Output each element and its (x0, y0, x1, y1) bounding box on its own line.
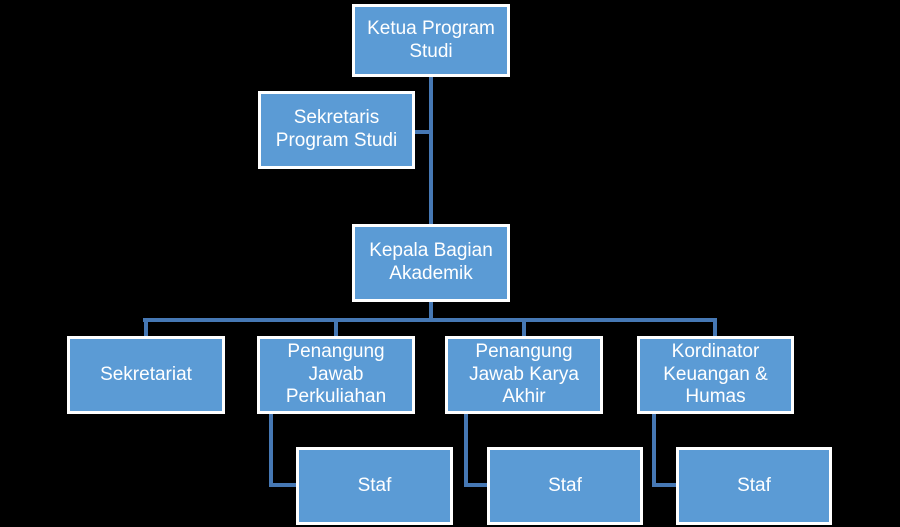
node-label: Penangung Jawab Perkuliahan (285, 340, 387, 408)
connector-pj-karya-akhir-staf-horizontal (464, 483, 489, 487)
org-node-penangung-jawab-perkuliahan: Penangung Jawab Perkuliahan (257, 336, 415, 414)
connector-kordinator-staf-horizontal (652, 483, 678, 487)
connector-children-bus (143, 318, 717, 322)
org-node-sekretariat: Sekretariat (67, 336, 225, 414)
org-node-kepala-bagian-akademik: Kepala Bagian Akademik (352, 224, 510, 302)
org-node-staf-2: Staf (487, 447, 643, 525)
connector-kordinator-staf-vertical (652, 412, 656, 487)
org-node-staf-3: Staf (676, 447, 832, 525)
connector-pj-perkuliahan-staf-horizontal (269, 483, 298, 487)
connector-drop-pj-perkuliahan (334, 320, 338, 337)
connector-pj-perkuliahan-staf-vertical (269, 412, 273, 487)
connector-pj-karya-akhir-staf-vertical (464, 412, 468, 487)
org-node-kordinator-keuangan-humas: Kordinator Keuangan & Humas (637, 336, 794, 414)
org-node-penangung-jawab-karya-akhir: Penangung Jawab Karya Akhir (445, 336, 603, 414)
connector-kepala-stem (429, 300, 433, 320)
node-label: Staf (737, 474, 771, 496)
connector-drop-sekretariat (144, 320, 148, 337)
connector-drop-pj-karya-akhir (522, 320, 526, 337)
connector-drop-kordinator (713, 320, 717, 337)
connector-assistant-sekretaris (413, 130, 433, 134)
node-label: Staf (357, 474, 392, 496)
org-node-ketua-program-studi: Ketua Program Studi (352, 4, 510, 77)
node-label: Staf (548, 474, 582, 496)
node-label: Kordinator Keuangan & Humas (663, 340, 768, 408)
node-label: Ketua Program Studi (367, 17, 495, 62)
node-label: Penangung Jawab Karya Akhir (469, 340, 579, 408)
org-node-staf-1: Staf (296, 447, 453, 525)
node-label: Sekretaris Program Studi (275, 107, 398, 151)
node-label: Kepala Bagian Akademik (369, 240, 493, 284)
node-label: Sekretariat (100, 363, 192, 385)
connector-ketua-kepala (429, 76, 433, 225)
org-node-sekretaris-program-studi: Sekretaris Program Studi (258, 91, 415, 169)
